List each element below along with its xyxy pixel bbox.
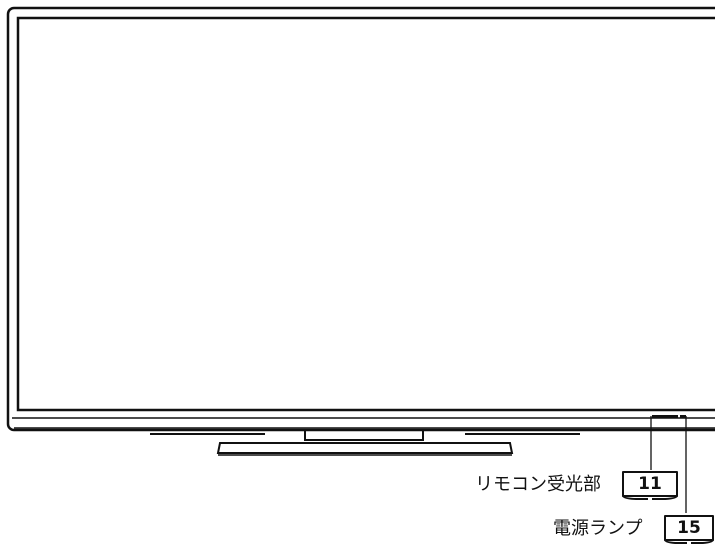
power-lamp-page-ref: 15 [664,515,714,544]
power-lamp-label: 電源ランプ [553,518,643,539]
tv-screen [16,16,715,412]
power-lamp-mark [680,415,686,418]
remote-sensor-page-ref: 11 [622,471,678,500]
remote-sensor-label: リモコン受光部 [475,474,601,495]
stand-neck [265,429,465,441]
remote-sensor-mark [652,415,678,418]
stand-base [216,442,514,454]
